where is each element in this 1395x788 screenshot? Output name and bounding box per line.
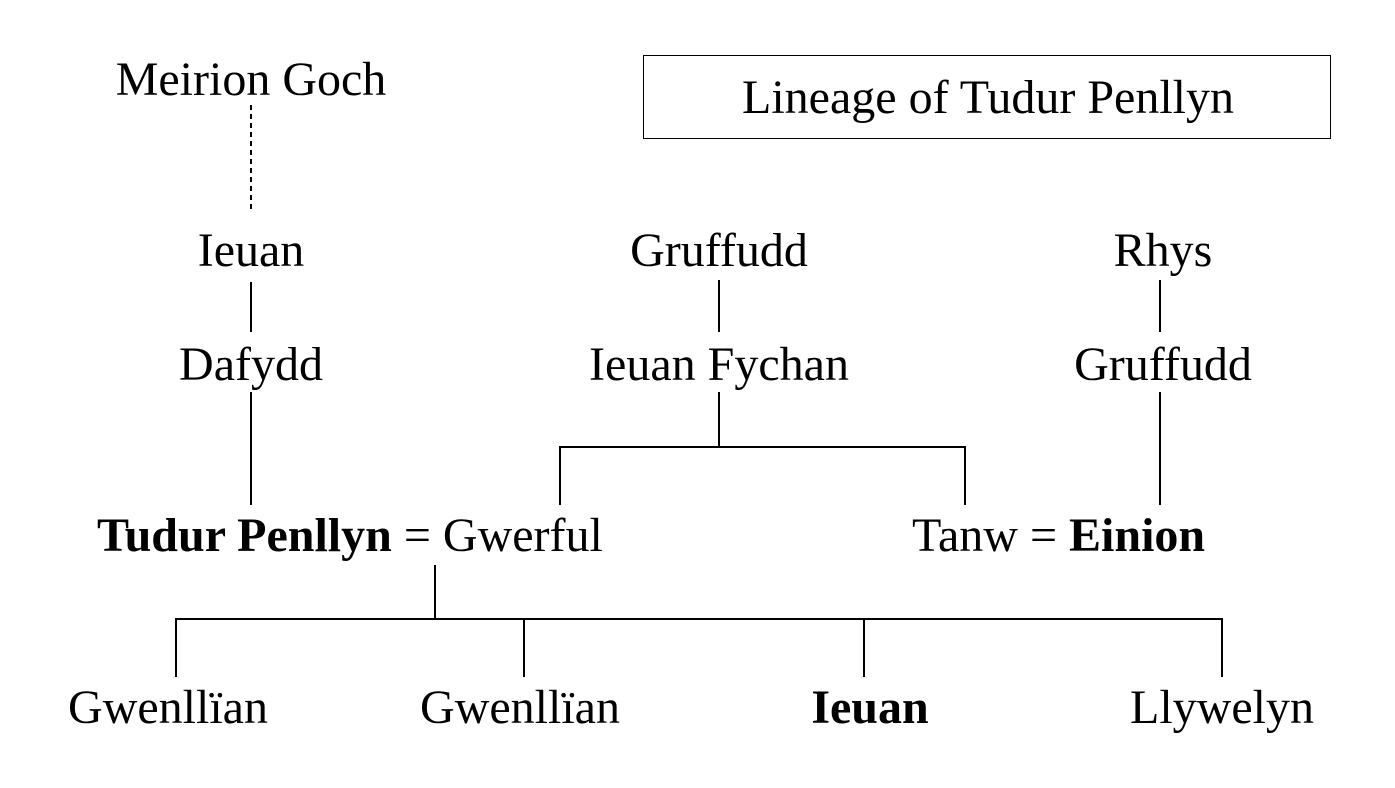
person-gwenllian-1: Gwenllïan bbox=[68, 681, 268, 734]
title: Lineage of Tudur Penllyn bbox=[742, 71, 1234, 124]
marriage-symbol: = bbox=[403, 509, 431, 562]
person-tudur-penllyn: Tudur Penllyn bbox=[97, 509, 392, 562]
person-gwerful: Gwerful bbox=[442, 509, 603, 562]
person-einion: Einion bbox=[1069, 509, 1206, 562]
person-ieuan-fychan: Ieuan Fychan bbox=[589, 338, 849, 391]
marriage-symbol: = bbox=[1029, 509, 1058, 562]
person-gruffudd-2: Gruffudd bbox=[1074, 338, 1252, 391]
person-meirion-goch: Meirion Goch bbox=[115, 53, 387, 106]
couple-tudur-gwerful: Tudur Penllyn = Gwerful bbox=[97, 512, 603, 560]
person-ieuan: Ieuan bbox=[197, 224, 305, 277]
person-dafydd: Dafydd bbox=[179, 338, 323, 391]
person-gwenllian-2: Gwenllïan bbox=[420, 681, 620, 734]
couple-tanw-einion: Tanw = Einion bbox=[912, 512, 1205, 560]
person-ieuan-son: Ieuan bbox=[811, 681, 929, 734]
person-tanw: Tanw bbox=[912, 509, 1018, 562]
person-rhys: Rhys bbox=[1113, 224, 1213, 277]
title-box bbox=[643, 55, 1331, 139]
person-llywelyn: Llywelyn bbox=[1130, 681, 1314, 734]
person-gruffudd: Gruffudd bbox=[630, 224, 808, 277]
